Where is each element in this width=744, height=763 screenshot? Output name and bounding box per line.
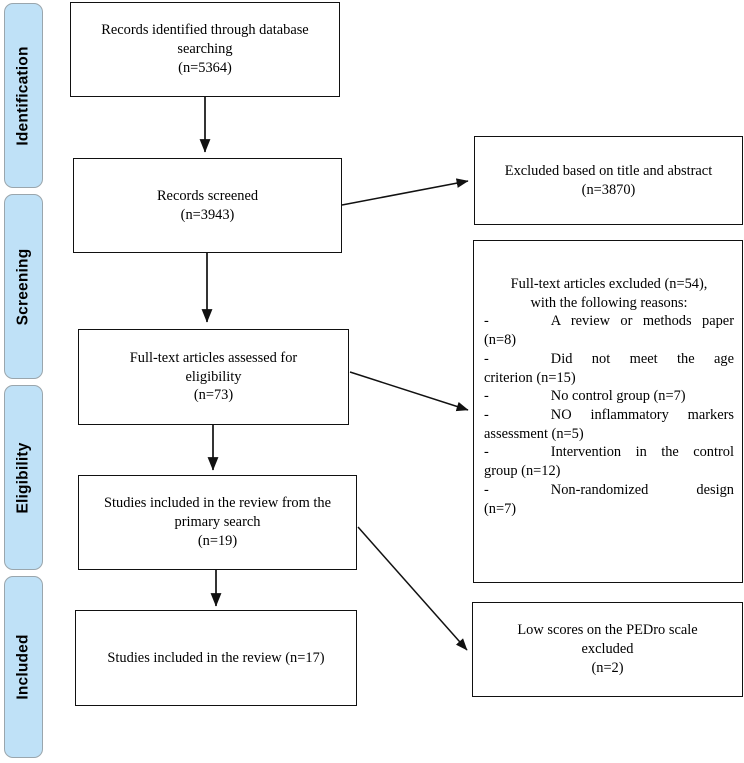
stage-box-eligibility: Eligibility — [4, 385, 43, 570]
box-excluded-fulltext-reasons: Full-text articles excluded (n=54), with… — [473, 240, 743, 583]
box-records-identified: Records identified through database sear… — [70, 2, 340, 97]
exclusion-reason-1: - A review or methods paper — [484, 312, 734, 331]
reason-bullet-3: - — [484, 388, 489, 405]
box-fulltext-assessed-text: Full-text articles assessed for eligibil… — [129, 349, 298, 404]
stage-box-identification: Identification — [4, 3, 43, 188]
exclusion-reason-2-tail: criterion (n=15) — [484, 369, 734, 388]
box-records-screened-text: Records screened (n=3943) — [156, 187, 259, 223]
box-included-primary: Studies included in the review from the … — [78, 475, 357, 570]
reason-bullet-4: - — [484, 407, 489, 424]
exclusion-reason-6: - Non-randomized design — [484, 481, 734, 500]
box-excluded-pedro: Low scores on the PEDro scale excluded (… — [472, 602, 743, 697]
reason-tail-5: group (n=12) — [484, 463, 561, 480]
excluded-fulltext-heading: Full-text articles excluded (n=54), with… — [510, 276, 708, 311]
reason-bullet-1: - — [484, 313, 489, 330]
stage-label-identification: Identification — [14, 45, 32, 146]
reason-tail-1: (n=8) — [484, 332, 517, 349]
box-records-identified-text: Records identified through database sear… — [101, 22, 309, 76]
reason-tail-4: assessment (n=5) — [484, 425, 584, 442]
arrow-screened-to-excluded — [341, 178, 469, 206]
reason-text-4: NO inflammatory markers — [550, 407, 734, 424]
reason-tail-6: (n=7) — [484, 500, 517, 517]
exclusion-reason-4: - NO inflammatory markers — [484, 406, 734, 425]
stage-label-screening: Screening — [14, 248, 32, 325]
exclusion-reason-3: - No control group (n=7) — [484, 387, 734, 406]
stage-label-included: Included — [14, 634, 32, 700]
box-included-primary-text: Studies included in the review from the … — [104, 495, 331, 549]
stage-label-eligibility: Eligibility — [14, 441, 32, 514]
reason-text-2: Did not meet the age — [550, 350, 734, 367]
box-included-final: Studies included in the review (n=17) — [75, 610, 357, 706]
exclusion-reason-6-tail: (n=7) — [484, 500, 734, 519]
box-records-screened: Records screened (n=3943) — [73, 158, 342, 253]
reason-bullet-2: - — [484, 350, 489, 367]
exclusion-reason-5-tail: group (n=12) — [484, 462, 734, 481]
arrow-fulltext-to-reasons — [349, 371, 469, 412]
box-excluded-title-abstract: Excluded based on title and abstract (n=… — [474, 136, 743, 225]
reason-text-5: Intervention in the control — [550, 444, 734, 461]
reason-text-1: A review or methods paper — [550, 313, 734, 330]
exclusion-reason-1-tail: (n=8) — [484, 331, 734, 350]
exclusion-reason-2: - Did not meet the age — [484, 350, 734, 369]
box-excluded-pedro-text: Low scores on the PEDro scale excluded (… — [517, 622, 698, 676]
reason-tail-2: criterion (n=15) — [484, 369, 576, 386]
box-excluded-title-abstract-text: Excluded based on title and abstract (n=… — [504, 162, 713, 198]
arrow-included-primary-to-pedro — [357, 526, 468, 651]
reason-text-6: Non-randomized design — [550, 481, 734, 498]
box-included-final-text: Studies included in the review (n=17) — [107, 649, 325, 666]
box-fulltext-assessed: Full-text articles assessed for eligibil… — [78, 329, 349, 425]
reason-text-3: No control group (n=7) — [550, 388, 686, 405]
exclusion-reason-4-tail: assessment (n=5) — [484, 425, 734, 444]
reason-bullet-6: - — [484, 481, 489, 498]
reason-bullet-5: - — [484, 444, 489, 461]
stage-box-screening: Screening — [4, 194, 43, 379]
stage-box-included: Included — [4, 576, 43, 758]
exclusion-reason-5: - Intervention in the control — [484, 443, 734, 462]
